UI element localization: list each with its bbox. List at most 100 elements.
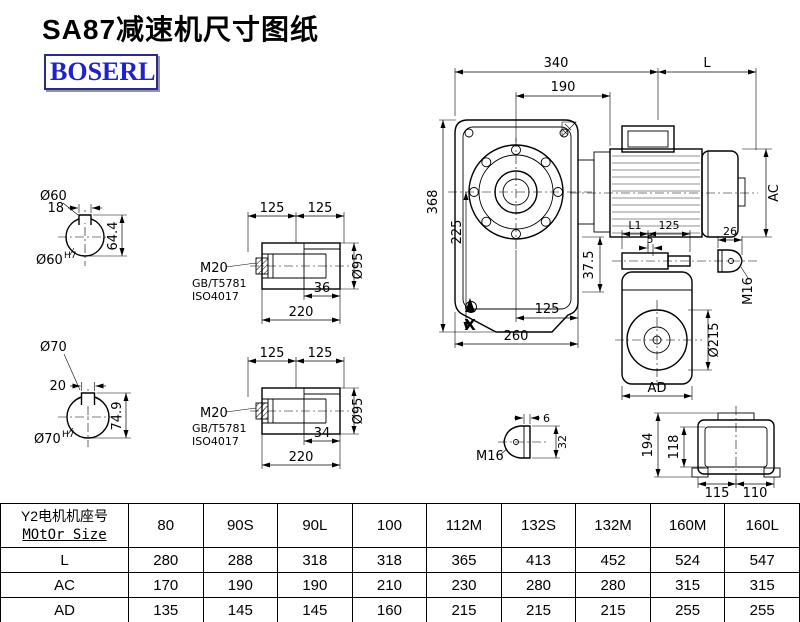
shaft-end-detail: M16 6 32	[476, 412, 569, 464]
column-header: 160M	[649, 503, 726, 548]
column-header: 90L	[277, 503, 353, 548]
column-header: 132S	[500, 503, 577, 548]
column-header: 80	[128, 503, 204, 548]
table-cell: 280	[128, 547, 204, 573]
motor-end-cap	[737, 177, 746, 207]
table-row-AC: AC 170 190 190 210 230 280 280 315 315	[0, 572, 800, 598]
x-arrow	[465, 298, 475, 312]
hollow-shaft-bottom-view: 125 125 M20 GB/T5781 ISO4017 34 220 Ø95	[192, 346, 366, 469]
column-header: 100	[351, 503, 428, 548]
main-front-view: 340 L 190 368	[426, 56, 782, 348]
dim-32: 32	[532, 425, 569, 459]
dim-L: L	[658, 56, 757, 150]
dim-190-label: 190	[551, 80, 576, 95]
bore-70-tolerance: H7	[62, 430, 75, 440]
column-header: 112M	[426, 503, 502, 548]
side-bore-circle	[643, 326, 671, 354]
table-cell: 315	[649, 572, 726, 598]
output-flange-circle	[468, 144, 564, 240]
tapped-hole	[728, 258, 734, 264]
table-cell: 280	[575, 572, 651, 598]
dim-118-label: 118	[667, 435, 682, 460]
column-header: 132M	[575, 503, 651, 548]
row-label: AD	[0, 597, 129, 622]
dim-125b-label: 125	[308, 346, 333, 361]
dim-225-label: 225	[450, 220, 465, 245]
dim-AD-label: AD	[648, 381, 667, 396]
motor-flange	[593, 151, 611, 233]
dim-368-label: 368	[426, 190, 441, 215]
page-title: SA87减速机尺寸图纸	[42, 14, 320, 45]
technical-drawing: 340 L 190 368	[34, 14, 782, 501]
terminal-box-lid	[627, 130, 669, 148]
input-shaft	[621, 252, 669, 270]
gearbox-housing-outline	[454, 119, 579, 333]
row-label: AC	[0, 572, 129, 598]
rear-inner	[704, 426, 768, 468]
column-header: 90S	[202, 503, 279, 548]
flange-centerlines	[448, 138, 592, 250]
washer	[267, 398, 274, 424]
dim-125a-label: 125	[260, 201, 285, 216]
dim-6: 6	[514, 412, 550, 425]
brand-logo: BOSERL	[44, 54, 158, 90]
keyway-60	[78, 214, 92, 225]
retaining-bolt	[255, 402, 269, 420]
dim-340-label: 340	[544, 56, 569, 71]
dim-125b-label: 125	[308, 201, 333, 216]
m16-label: M16	[476, 449, 504, 464]
rear-top-boss	[717, 412, 755, 421]
dim-110-label: 110	[743, 486, 768, 501]
dim-5: 5	[639, 233, 662, 256]
housing-bolt-hole	[464, 128, 474, 138]
table-cell: 145	[277, 597, 353, 622]
table-cell: 160	[351, 597, 428, 622]
dia-215-label: Ø215	[707, 322, 722, 357]
table-row-L: L 280 288 318 318 365 413 452 524 547	[0, 547, 800, 573]
table-cell: 215	[426, 597, 502, 622]
dim-36-label: 36	[314, 281, 331, 296]
bolt-m20-label: M20	[200, 261, 228, 276]
table-cell: 547	[724, 547, 800, 573]
hollow-shaft-top-view: 125 125 M20 GB/T5781 ISO4017 36 220 Ø95	[192, 201, 366, 324]
dim-37-5-label: 37.5	[582, 251, 597, 280]
table-header-row: Y2电机机座号 MOtOr Size 80 90S 90L 100 112M 1…	[0, 503, 800, 548]
shaft-end-shape	[503, 425, 531, 459]
bolt-circle	[478, 154, 554, 230]
bore-60-label: Ø60	[36, 253, 63, 268]
rear-foot-right	[763, 467, 781, 478]
terminal-box	[621, 125, 675, 153]
table-cell: 215	[575, 597, 651, 622]
dim-37-5: 37.5	[582, 236, 604, 293]
flange-bolt-holes	[469, 145, 563, 239]
table-cell: 135	[128, 597, 204, 622]
dim-194-label: 194	[641, 433, 656, 458]
retaining-bolt	[255, 257, 269, 275]
table-cell: 315	[724, 572, 800, 598]
dim-L1-125: L1 125	[621, 219, 691, 252]
input-shaft-end-view	[717, 249, 743, 273]
table-cell: 255	[649, 597, 726, 622]
std-iso-label: ISO4017	[192, 435, 239, 448]
washer	[267, 253, 274, 279]
dia-70-label: Ø70	[40, 340, 67, 355]
dim-125a-label: 125	[260, 346, 285, 361]
rear-view: 194 118 115 110	[641, 406, 781, 501]
table-cell: 215	[500, 597, 577, 622]
dim-AD: AD	[621, 381, 693, 400]
std-iso-label: ISO4017	[192, 290, 239, 303]
table-cell: 170	[128, 572, 204, 598]
gearbox-housing-inner	[462, 126, 572, 310]
dim-115-label: 115	[705, 486, 730, 501]
dim-64-4-label: 64.4	[106, 222, 121, 251]
side-flange-circle	[626, 309, 688, 371]
dim-L1-label: L1	[628, 219, 641, 232]
motor-size-header-cn: Y2电机机座号	[20, 507, 109, 524]
solid-shaft-60-section: 18 64.4 Ø60 Ø60 H7	[36, 189, 127, 268]
table-cell: 452	[575, 547, 651, 573]
centerlines	[58, 389, 122, 447]
dim-220-label: 220	[289, 305, 314, 320]
dim-260-label: 260	[504, 329, 529, 344]
x-label: X	[464, 316, 476, 334]
row-label: L	[0, 547, 129, 573]
